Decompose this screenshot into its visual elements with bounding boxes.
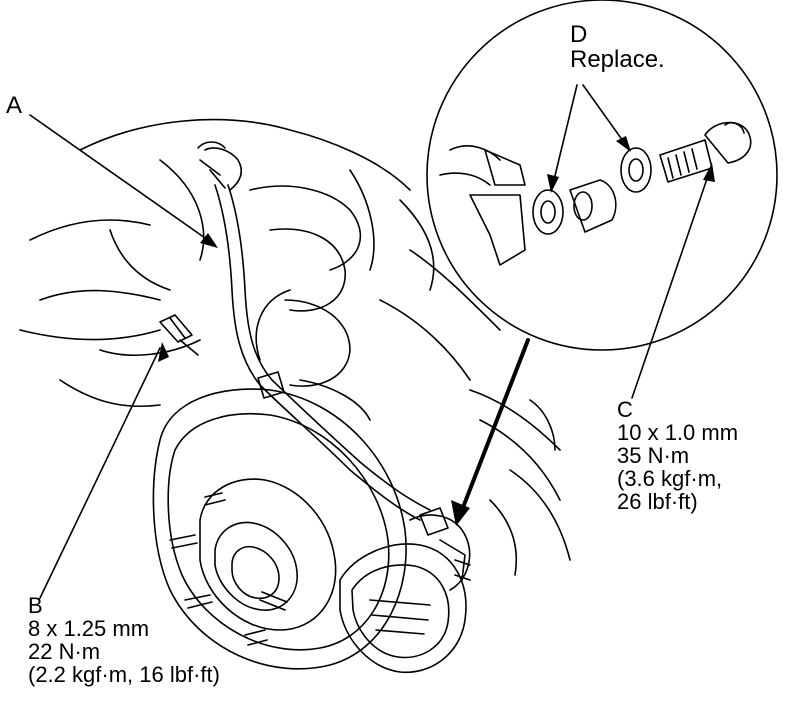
brake-disc (152, 388, 407, 670)
callout-c: C 10 x 1.0 mm 35 N·m (3.6 kgf·m, 26 lbf·… (617, 397, 739, 515)
detail-parts (532, 121, 752, 235)
brake-caliper (339, 514, 471, 674)
zoom-arrow (460, 338, 530, 512)
brake-hose (197, 141, 449, 536)
leader-lines (29, 84, 711, 599)
detail-circle (426, 0, 778, 351)
callout-c-alt1: (3.6 kgf·m, (617, 466, 723, 492)
bolt-b (159, 314, 199, 356)
callout-c-torque: 35 N·m (617, 443, 690, 469)
callout-c-alt2: 26 lbf·ft) (617, 489, 698, 515)
callout-a-letter: A (6, 92, 23, 119)
arrowheads (158, 136, 715, 362)
zoom-arrowhead (451, 500, 470, 526)
callout-b-torque: 22 N·m (28, 639, 101, 665)
callout-b-size: 8 x 1.25 mm (28, 616, 150, 642)
callout-b-alt: (2.2 kgf·m, 16 lbf·ft) (28, 662, 220, 688)
callout-c-letter: C (617, 397, 633, 422)
callout-d: D Replace. (570, 21, 665, 74)
callout-b-letter: B (28, 593, 43, 618)
callout-c-size: 10 x 1.0 mm (617, 420, 739, 446)
callout-d-note: Replace. (570, 46, 665, 74)
callout-d-letter: D (570, 21, 588, 48)
suspension-background (19, 118, 571, 576)
callout-b: B 8 x 1.25 mm 22 N·m (2.2 kgf·m, 16 lbf·… (28, 594, 220, 686)
